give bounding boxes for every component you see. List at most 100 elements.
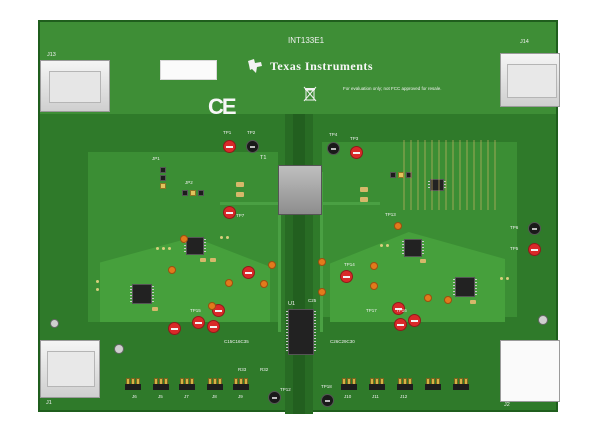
ethernet-connector-j2 (500, 340, 560, 402)
testpoint-small (370, 282, 378, 290)
capacitor (50, 319, 59, 328)
testpoint-tp7 (223, 206, 236, 219)
via (386, 244, 389, 247)
ic-chip (402, 239, 424, 257)
label-j12: J12 (400, 394, 408, 399)
testpoint-tp4 (327, 142, 340, 155)
pad-array (398, 140, 498, 210)
top-silkscreen-band (40, 22, 556, 114)
smd-pad (200, 258, 206, 262)
label-r33: R33 (238, 367, 247, 372)
smd-pad (236, 192, 244, 197)
pin-header-j11 (369, 378, 385, 390)
pin-header-j12 (397, 378, 413, 390)
smd-pad (420, 259, 426, 263)
label-tp4: TP4 (329, 132, 338, 137)
testpoint-small (424, 294, 432, 302)
testpoint-tp6 (528, 222, 541, 235)
testpoint-small (444, 296, 452, 304)
label-tp17: TP17 (366, 308, 377, 313)
testpoint-small (370, 262, 378, 270)
trace (320, 172, 323, 332)
via (168, 247, 171, 250)
label-u1: U1 (288, 301, 296, 307)
label-j8: J8 (212, 394, 217, 399)
testpoint-small (168, 266, 176, 274)
label-j11: J11 (372, 394, 379, 399)
capacitor (538, 315, 548, 325)
label-tp12: TP12 (280, 387, 291, 392)
trace (278, 172, 281, 332)
testpoint-tp12 (268, 391, 281, 404)
smd-pad (360, 187, 368, 192)
pin-header-j5 (153, 378, 169, 390)
testpoint-tp5 (528, 243, 541, 256)
testpoint (340, 270, 353, 283)
label-tp13: TP13 (385, 212, 396, 217)
jumper-header-jp1 (160, 167, 166, 189)
jumper-header (390, 172, 412, 178)
pin-header-j7 (179, 378, 195, 390)
label-j1: J1 (46, 400, 52, 406)
pcb-board: J13 J14 INT133E1 Texas Instruments CE Fo… (38, 20, 560, 414)
label-caps-left: C15C16C35 (224, 339, 249, 344)
testpoint-tp1 (223, 140, 236, 153)
via (220, 236, 223, 239)
label-caps-right: C26C29C30 (330, 339, 355, 344)
isolation-gap (293, 114, 305, 414)
via (156, 247, 159, 250)
jumper-header-jp2 (182, 190, 204, 196)
trace (220, 202, 280, 205)
label-c25: C25 (308, 298, 317, 303)
ic-chip (184, 237, 206, 255)
pin-header-j9 (233, 378, 249, 390)
label-tp14: TP14 (344, 262, 355, 267)
label-j5: J5 (158, 394, 163, 399)
ic-chip (130, 284, 154, 304)
via (226, 236, 229, 239)
label-t1: T1 (260, 155, 267, 161)
connector-label-j14: J14 (520, 39, 529, 45)
testpoint (207, 320, 220, 333)
testpoint-small (394, 222, 402, 230)
texas-instruments-logo: Texas Instruments (246, 58, 373, 74)
isolator-chip-u1 (286, 309, 316, 355)
label-j10: J10 (344, 394, 352, 399)
pin-header-j8 (207, 378, 223, 390)
testpoint-small (260, 280, 268, 288)
testpoint (392, 302, 405, 315)
testpoint-small (318, 258, 326, 266)
testpoint (242, 266, 255, 279)
ti-logo-text: Texas Instruments (270, 58, 374, 73)
testpoint-small (225, 279, 233, 287)
ic-chip (428, 179, 446, 191)
label-jp2: JP2 (185, 180, 193, 185)
testpoint (192, 316, 205, 329)
smd-pad (470, 300, 476, 304)
via (96, 280, 99, 283)
via (506, 277, 509, 280)
pin-header (425, 378, 441, 390)
label-tp18: TP18 (321, 384, 332, 389)
label-jp1: JP1 (152, 156, 160, 161)
label-j2: J2 (504, 402, 510, 408)
weee-bin-icon (303, 86, 317, 102)
smd-pad (210, 258, 216, 262)
label-tp16: TP16 (396, 308, 407, 313)
ethernet-connector-j14 (500, 53, 560, 107)
pin-header-j10 (341, 378, 357, 390)
label-tp7: TP7 (236, 213, 245, 218)
testpoint-tp2 (246, 140, 259, 153)
capacitor (114, 344, 124, 354)
ti-logo-icon (248, 59, 262, 73)
trace (320, 202, 380, 205)
smd-pad (360, 197, 368, 202)
testpoint (394, 318, 407, 331)
via (162, 247, 165, 250)
connector-label-j13: J13 (47, 52, 56, 58)
testpoint (168, 322, 181, 335)
pin-header (453, 378, 469, 390)
transformer-t1 (278, 165, 322, 215)
part-number: INT133E1 (288, 36, 325, 45)
testpoint-small (208, 302, 216, 310)
